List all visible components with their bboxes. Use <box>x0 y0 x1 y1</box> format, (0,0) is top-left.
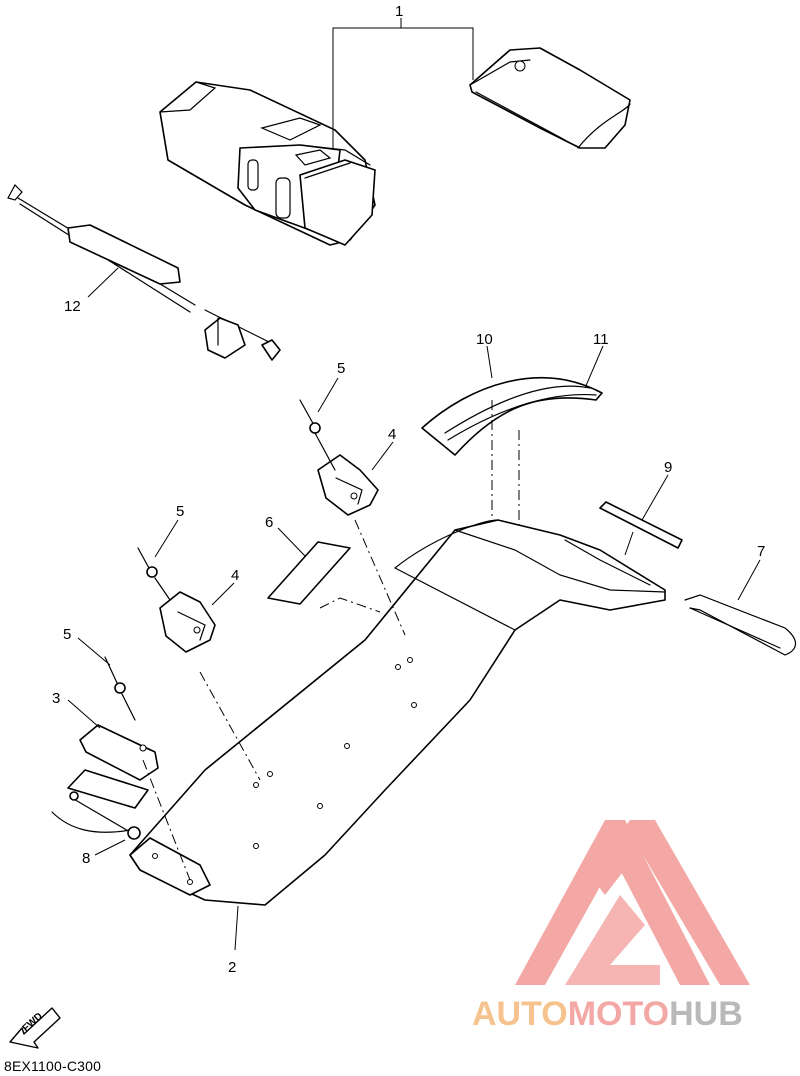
part-1-tool-bag <box>159 81 376 246</box>
part-7-hook <box>684 594 797 656</box>
callout-4-middle: 4 <box>231 567 239 584</box>
fwd-arrow-icon: FWD <box>9 1007 61 1049</box>
part-4-clip-middle <box>159 591 216 653</box>
logo-word-moto: MOTO <box>568 995 669 1030</box>
diagram-code: 8EX1100-C300 <box>4 1058 102 1074</box>
callout-5-lower: 5 <box>63 626 71 643</box>
part-4-clip-upper <box>317 454 379 516</box>
callout-4-upper: 4 <box>388 426 396 443</box>
callout-3: 3 <box>52 690 60 707</box>
callout-1: 1 <box>395 3 403 20</box>
part-6-label <box>267 541 351 605</box>
callout-9: 9 <box>664 459 672 476</box>
part-9-rubber-strip <box>599 501 683 549</box>
callout-7: 7 <box>757 543 765 560</box>
part-2-rear-fender <box>129 519 666 906</box>
automotohub-logo-icon: AUTOMOTOHUB <box>472 820 750 1030</box>
part-8-strap <box>51 791 141 840</box>
logo-triangle-mark <box>515 820 750 985</box>
part-1-tool-roll <box>469 47 631 149</box>
svg-text:AUTOMOTOHUB: AUTOMOTOHUB <box>472 995 743 1030</box>
part-5-screw-middle <box>137 547 171 601</box>
part-5-screw-upper <box>299 399 336 471</box>
callout-10: 10 <box>476 331 493 348</box>
callout-11: 11 <box>593 331 609 348</box>
part-10-11-decal <box>421 377 603 456</box>
callout-12: 12 <box>64 298 81 315</box>
callout-6: 6 <box>265 514 273 531</box>
part-5-screw-lower <box>104 656 136 721</box>
callout-8: 8 <box>82 850 90 867</box>
logo-word-hub: HUB <box>669 995 743 1030</box>
logo-word-auto: AUTO <box>472 995 568 1030</box>
part-12-seat-lock-cable <box>7 184 281 361</box>
callout-2: 2 <box>228 959 236 976</box>
callout-5-middle: 5 <box>176 503 184 520</box>
callout-5-upper: 5 <box>337 360 345 377</box>
part-3-clamp <box>67 724 159 809</box>
